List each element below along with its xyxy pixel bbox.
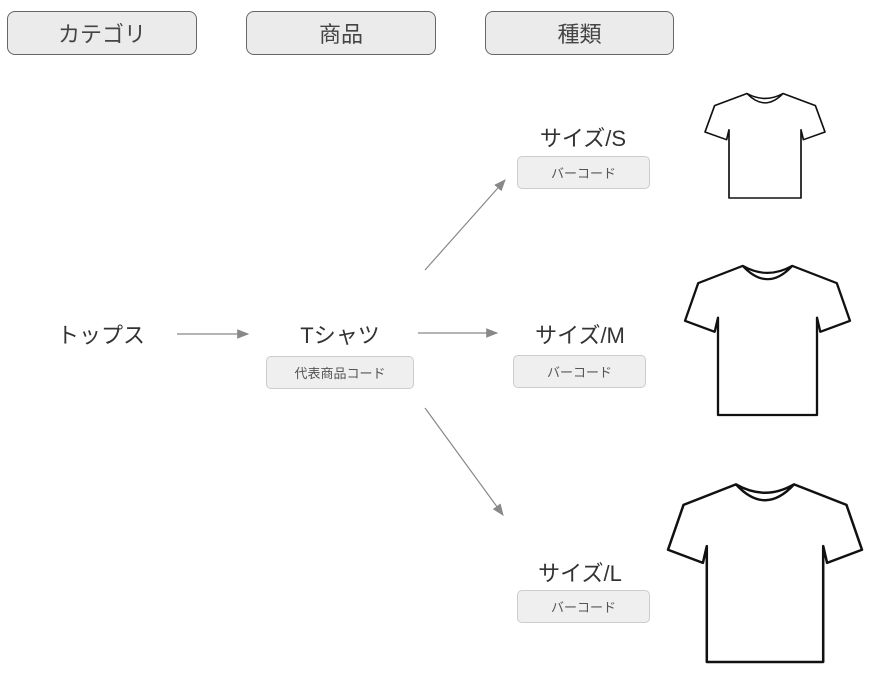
header-product: 商品 — [246, 11, 436, 55]
variant-m-barcode: バーコード — [513, 355, 646, 388]
tshirt-m-icon — [684, 265, 851, 416]
variant-l-barcode: バーコード — [517, 590, 650, 623]
arrow-product-to-l — [424, 407, 504, 516]
variant-l-label: サイズ/L — [538, 561, 622, 586]
tshirt-l-icon — [667, 483, 863, 663]
variant-s-label: サイズ/S — [539, 126, 627, 151]
variant-m-label: サイズ/M — [535, 323, 625, 348]
header-variant: 種類 — [485, 11, 674, 55]
arrow-product-to-s — [424, 179, 506, 271]
tshirt-s-icon — [704, 92, 826, 199]
variant-s-barcode: バーコード — [517, 156, 650, 189]
product-code-badge: 代表商品コード — [266, 356, 414, 389]
category-label: トップス — [56, 323, 146, 348]
header-category: カテゴリ — [7, 11, 197, 55]
product-label: Tシャツ — [300, 323, 380, 348]
